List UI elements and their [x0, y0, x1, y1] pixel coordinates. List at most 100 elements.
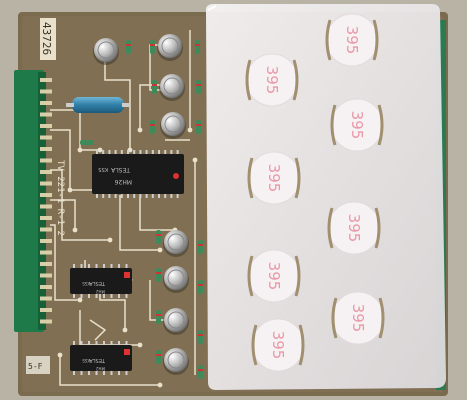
connector-pin: [40, 227, 52, 232]
resistor-band: [198, 244, 203, 246]
core-memory-cover: [206, 4, 446, 390]
ic-pin: [80, 264, 83, 268]
small-ic-1-code: MH2: [96, 289, 105, 294]
solder-pad: [192, 157, 198, 163]
ic-pin: [170, 193, 173, 198]
memory-core: 395: [251, 318, 305, 372]
small-ic-2-brand: TESLA: [89, 357, 106, 363]
can-rim: [167, 351, 185, 369]
ic-pin: [114, 193, 117, 198]
resistor: [156, 350, 161, 364]
connector-pin: [40, 181, 52, 186]
memory-core: 395: [330, 98, 384, 152]
core-label: 395: [269, 331, 287, 360]
solder-pad: [77, 297, 83, 303]
resistor-band: [150, 124, 155, 126]
ic-pin: [158, 150, 160, 155]
ic-pin: [125, 371, 128, 375]
ic-pin: [164, 193, 167, 198]
connector-pin: [40, 158, 52, 163]
solder-pad: [137, 342, 143, 348]
ic-pin: [118, 264, 120, 268]
core-label: 395: [348, 111, 366, 140]
ic-pin: [125, 294, 128, 298]
ic-pin: [110, 371, 113, 375]
connector-pin: [40, 124, 52, 128]
ic-pin: [88, 341, 90, 345]
resistor: [150, 120, 155, 134]
memory-core: 395: [327, 201, 381, 255]
resistor-band: [198, 369, 203, 371]
ic-pin: [139, 150, 142, 155]
resistor: [196, 80, 201, 94]
resistor: [198, 330, 203, 344]
memory-core: 395: [325, 13, 379, 67]
ic-pin: [133, 150, 136, 155]
can-rim: [167, 269, 185, 287]
ic-pin: [80, 341, 83, 345]
serial-label: 43726: [40, 22, 53, 55]
ic-pin: [176, 150, 179, 155]
connector-pin: [40, 112, 52, 117]
resistor: [195, 40, 200, 54]
connector-pin: [40, 296, 52, 301]
ic-pin: [127, 150, 129, 155]
ic-pin: [96, 193, 98, 198]
connector-pin: [40, 250, 52, 255]
resistor-band: [198, 334, 203, 336]
connector-pin: [40, 285, 52, 289]
connector-pin: [40, 216, 52, 220]
ic-pin: [120, 150, 123, 155]
resistors: [80, 40, 203, 379]
solder-pad: [157, 247, 163, 253]
core-label: 395: [265, 164, 283, 193]
memory-cores: 395395395395395395395395395: [245, 13, 385, 372]
connector-pin: [40, 204, 52, 209]
memory-core: 395: [247, 249, 301, 303]
solder-pad: [77, 147, 83, 153]
blue-capacitor: [66, 97, 130, 113]
ic-pin: [110, 294, 113, 298]
ic-pin: [158, 193, 160, 198]
resistor-band: [126, 44, 131, 46]
solder-pad: [187, 127, 193, 133]
solder-pad: [57, 352, 63, 358]
solder-pad: [122, 327, 128, 333]
can-rim: [164, 115, 182, 133]
resistor-band: [156, 234, 161, 236]
solder-pad: [72, 227, 78, 233]
can-rim: [163, 77, 181, 95]
resistor-band: [156, 272, 161, 274]
ic-pin: [80, 294, 83, 298]
ic-pin: [88, 294, 90, 298]
ic-pin: [176, 193, 179, 198]
resistor: [198, 365, 203, 379]
resistor: [156, 230, 161, 244]
ic-pin: [103, 341, 105, 345]
resistor: [150, 40, 155, 54]
resistor-band: [198, 284, 203, 286]
ic-pin: [145, 150, 148, 155]
resistor-band: [156, 354, 161, 356]
ic-pin: [95, 341, 98, 345]
core-label: 395: [345, 214, 363, 243]
ic-pin: [103, 264, 105, 268]
resistor: [80, 140, 94, 145]
ic-pin: [120, 193, 123, 198]
connector-pin: [40, 135, 52, 140]
resistor-band: [196, 124, 201, 126]
ic-pin: [96, 150, 98, 155]
connector-pin: [40, 273, 52, 278]
resistor: [126, 40, 131, 54]
small-ic-2-suffix: KSS: [82, 358, 90, 363]
ic-pin: [118, 294, 120, 298]
core-label: 395: [265, 262, 283, 291]
ic-pin: [164, 150, 167, 155]
small-ic-1-suffix: KSS: [82, 281, 90, 286]
small-ic-chip-2: TESLA KSS MH2: [70, 345, 132, 371]
ic-pin: [102, 150, 105, 155]
ic-pin: [139, 193, 142, 198]
edge-connector: [14, 70, 52, 332]
can-rim: [97, 41, 115, 59]
